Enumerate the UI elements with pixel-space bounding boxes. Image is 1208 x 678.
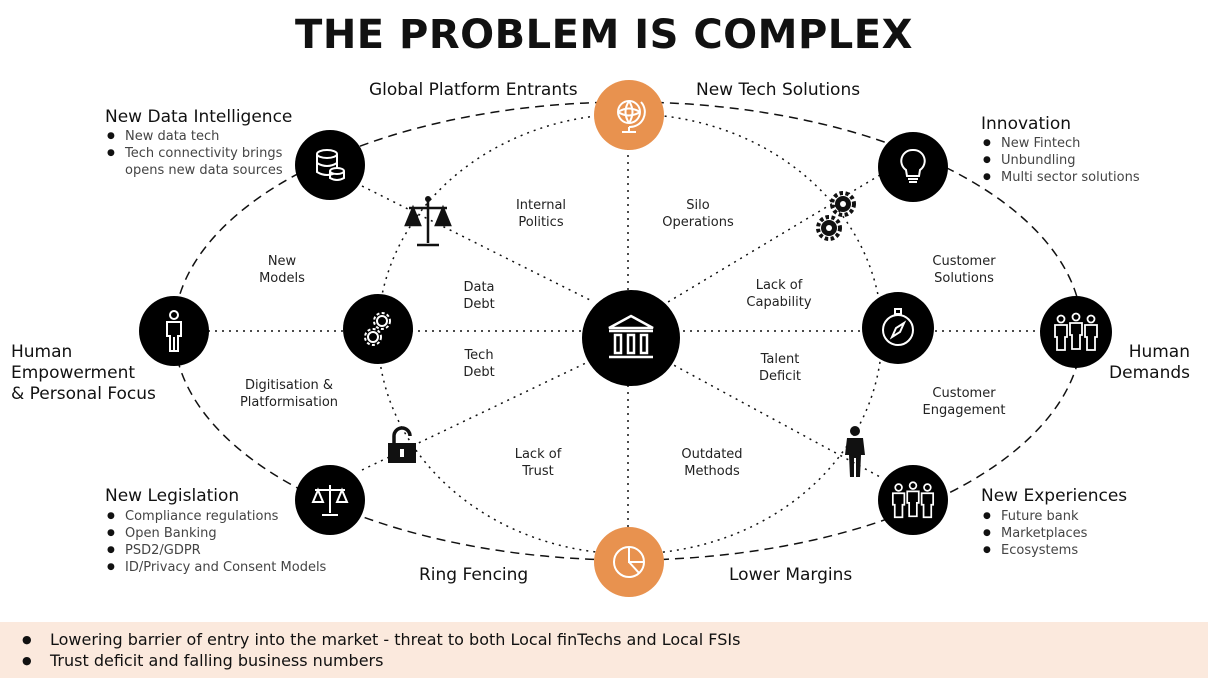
label-tech-debt: Tech Debt (438, 347, 520, 381)
list-item: Compliance regulations (105, 508, 326, 525)
label-lack-capability: Lack of Capability (733, 277, 825, 311)
label-customer-engagement: Customer Engagement (912, 385, 1016, 419)
label-line: Silo (686, 198, 710, 213)
label-line: Data (463, 280, 495, 295)
group-icon (1054, 312, 1098, 351)
label-line: Models (259, 271, 305, 286)
human-demands-node (1040, 296, 1112, 368)
label-line: Lack of (514, 447, 562, 462)
label-line: Solutions (934, 271, 994, 286)
label-line: & Personal Focus (11, 384, 156, 404)
lightbulb-icon (900, 148, 926, 183)
label-human-demands: Human Demands (1108, 342, 1190, 384)
heading-data-intelligence: New Data Intelligence (105, 107, 293, 127)
list-innovation: New Fintech Unbundling Multi sector solu… (981, 135, 1140, 186)
list-item: PSD2/GDPR (105, 542, 326, 559)
list-item: New Fintech (981, 135, 1140, 152)
label-line: Platformisation (239, 395, 339, 410)
person-icon (845, 426, 865, 477)
label-line: Tech (464, 348, 494, 363)
pie-chart-icon (613, 546, 645, 578)
label-new-models: New Models (236, 253, 328, 287)
label-line: Lack of (755, 278, 803, 293)
label-line: Trust (522, 464, 554, 479)
label-line: Politics (518, 215, 564, 230)
label-human-empowerment: Human Empowerment & Personal Focus (11, 342, 156, 405)
heading-experiences: New Experiences (981, 486, 1128, 506)
label-line: New (267, 254, 297, 269)
label-line: Capability (746, 295, 812, 310)
label-lower-margins: Lower Margins (729, 565, 853, 585)
label-line: Internal (515, 198, 567, 213)
label-line: Demands (1109, 363, 1190, 383)
list-data-intelligence: New data tech Tech connectivity brings o… (105, 128, 283, 179)
label-line: Customer (932, 254, 996, 269)
label-digitisation: Digitisation & Platformisation (228, 377, 350, 411)
label-line: Engagement (922, 403, 1006, 418)
new-models-node (343, 294, 413, 364)
database-icon (316, 149, 345, 181)
list-legislation: Compliance regulations Open Banking PSD2… (105, 508, 326, 576)
label-line: Human (11, 342, 73, 362)
heading-innovation: Innovation (981, 114, 1072, 134)
heading-legislation: New Legislation (105, 486, 240, 506)
bank-node (582, 290, 680, 386)
bank-icon (608, 314, 654, 359)
label-data-debt: Data Debt (438, 279, 520, 313)
label-line: Outdated (681, 447, 743, 462)
human-empowerment-node (139, 296, 209, 366)
list-item: Multi sector solutions (981, 169, 1140, 186)
label-line: Digitisation & (244, 378, 334, 393)
list-item: Marketplaces (981, 525, 1087, 542)
footer-panel: Lowering barrier of entry into the marke… (0, 622, 1208, 678)
compass-icon (882, 308, 914, 346)
gears-icon (816, 191, 856, 241)
list-item: Tech connectivity brings (105, 145, 283, 162)
experiences-node (878, 465, 948, 535)
data-node (295, 130, 365, 200)
list-item: Ecosystems (981, 542, 1087, 559)
group-icon (891, 481, 935, 519)
bottom-node (594, 527, 664, 597)
label-ring-fencing: Ring Fencing (419, 565, 529, 585)
person-icon (166, 310, 182, 352)
label-line: Methods (684, 464, 740, 479)
page-title: THE PROBLEM IS COMPLEX (295, 12, 913, 58)
label-line: Human (1128, 342, 1190, 362)
label-global-platform: Global Platform Entrants (369, 80, 578, 100)
list-item: Unbundling (981, 152, 1140, 169)
label-line: Debt (463, 297, 495, 312)
label-line: Customer (932, 386, 996, 401)
label-customer-solutions: Customer Solutions (918, 253, 1010, 287)
list-item: Future bank (981, 508, 1087, 525)
footer-bullet: Trust deficit and falling business numbe… (22, 650, 1208, 671)
top-node (594, 80, 664, 150)
globe-icon (617, 100, 646, 133)
footer-list: Lowering barrier of entry into the marke… (0, 622, 1208, 671)
lock-icon (388, 426, 416, 463)
label-outdated-methods: Outdated Methods (667, 446, 757, 480)
label-line: Operations (662, 215, 734, 230)
label-new-tech: New Tech Solutions (696, 80, 861, 100)
label-talent-deficit: Talent Deficit (735, 351, 825, 385)
list-experiences: Future bank Marketplaces Ecosystems (981, 508, 1087, 559)
scales-icon (404, 196, 452, 247)
footer-bullet: Lowering barrier of entry into the marke… (22, 629, 1208, 650)
gears-icon (364, 312, 391, 346)
label-internal-politics: Internal Politics (495, 197, 587, 231)
scales-icon (311, 485, 349, 516)
label-silo-operations: Silo Operations (652, 197, 744, 231)
label-line: Deficit (758, 369, 802, 384)
label-line: Talent (760, 352, 800, 367)
list-item: ID/Privacy and Consent Models (105, 559, 326, 576)
list-item: Open Banking (105, 525, 326, 542)
label-line: Empowerment (11, 363, 136, 383)
list-item: opens new data sources (125, 163, 283, 178)
innovation-node (878, 132, 948, 202)
customer-node (862, 292, 934, 364)
label-lack-trust: Lack of Trust (493, 446, 583, 480)
label-line: Debt (463, 365, 495, 380)
list-item: New data tech (105, 128, 283, 145)
